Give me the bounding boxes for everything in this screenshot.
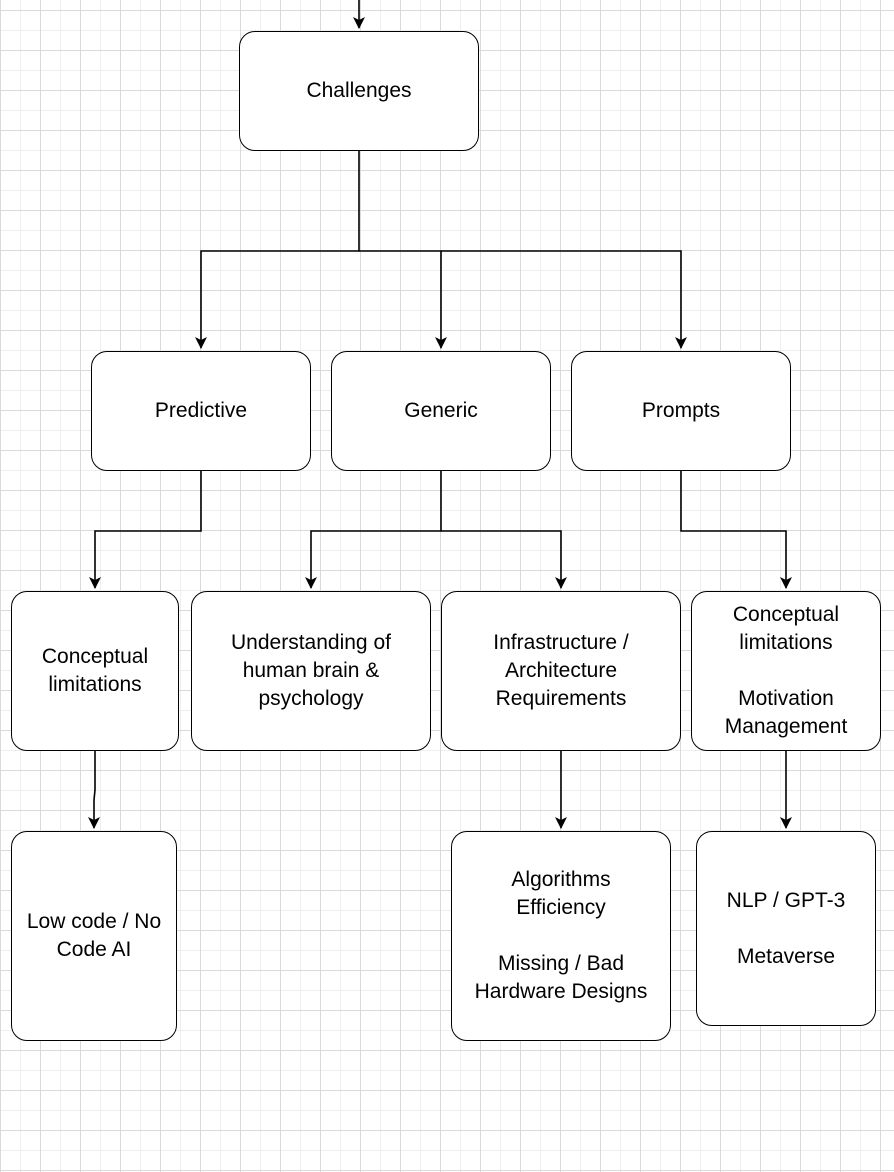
- node-prompts-conceptual-limitations-label: Conceptual limitations Motivation Manage…: [724, 603, 848, 738]
- edge-prompts-conceptual: [680, 471, 792, 589]
- node-low-code-no-code-ai[interactable]: Low code / No Code AI: [11, 831, 177, 1041]
- node-low-code-no-code-ai-label: Low code / No Code AI: [26, 910, 162, 961]
- node-generic-label: Generic: [404, 399, 478, 422]
- node-nlp-gpt3-metaverse[interactable]: NLP / GPT-3 Metaverse: [696, 831, 876, 1026]
- node-prompts-conceptual-limitations[interactable]: Conceptual limitations Motivation Manage…: [691, 591, 881, 751]
- node-challenges[interactable]: Challenges: [239, 31, 479, 151]
- node-prompts-label: Prompts: [641, 399, 721, 422]
- node-algorithms-efficiency[interactable]: Algorithms Efficiency Missing / Bad Hard…: [451, 831, 671, 1041]
- edge-challenges-predictive: [195, 151, 360, 349]
- node-nlp-gpt3-metaverse-label: NLP / GPT-3 Metaverse: [726, 888, 846, 968]
- node-infrastructure-requirements[interactable]: Infrastructure / Architecture Requiremen…: [441, 591, 681, 751]
- node-understanding-human-brain[interactable]: Understanding of human brain & psycholog…: [191, 591, 431, 751]
- edge-conceptual-lowcode: [88, 751, 100, 829]
- node-algorithms-efficiency-label: Algorithms Efficiency Missing / Bad Hard…: [474, 868, 648, 1003]
- node-predictive-conceptual-limitations[interactable]: Conceptual limitations: [11, 591, 179, 751]
- edge-generic-understanding: [305, 471, 442, 589]
- node-predictive-conceptual-limitations-label: Conceptual limitations: [41, 645, 149, 696]
- node-understanding-human-brain-label: Understanding of human brain & psycholog…: [231, 631, 391, 710]
- node-predictive-label: Predictive: [154, 399, 248, 422]
- node-prompts[interactable]: Prompts: [571, 351, 791, 471]
- node-infrastructure-requirements-label: Infrastructure / Architecture Requiremen…: [493, 631, 629, 710]
- node-generic[interactable]: Generic: [331, 351, 551, 471]
- node-predictive[interactable]: Predictive: [91, 351, 311, 471]
- edge-generic-infrastructure: [441, 530, 567, 589]
- edge-challenges-prompts: [441, 250, 687, 349]
- node-challenges-label: Challenges: [306, 79, 412, 102]
- edge-challenges-generic: [359, 250, 447, 349]
- edge-predictive-conceptual: [89, 471, 202, 589]
